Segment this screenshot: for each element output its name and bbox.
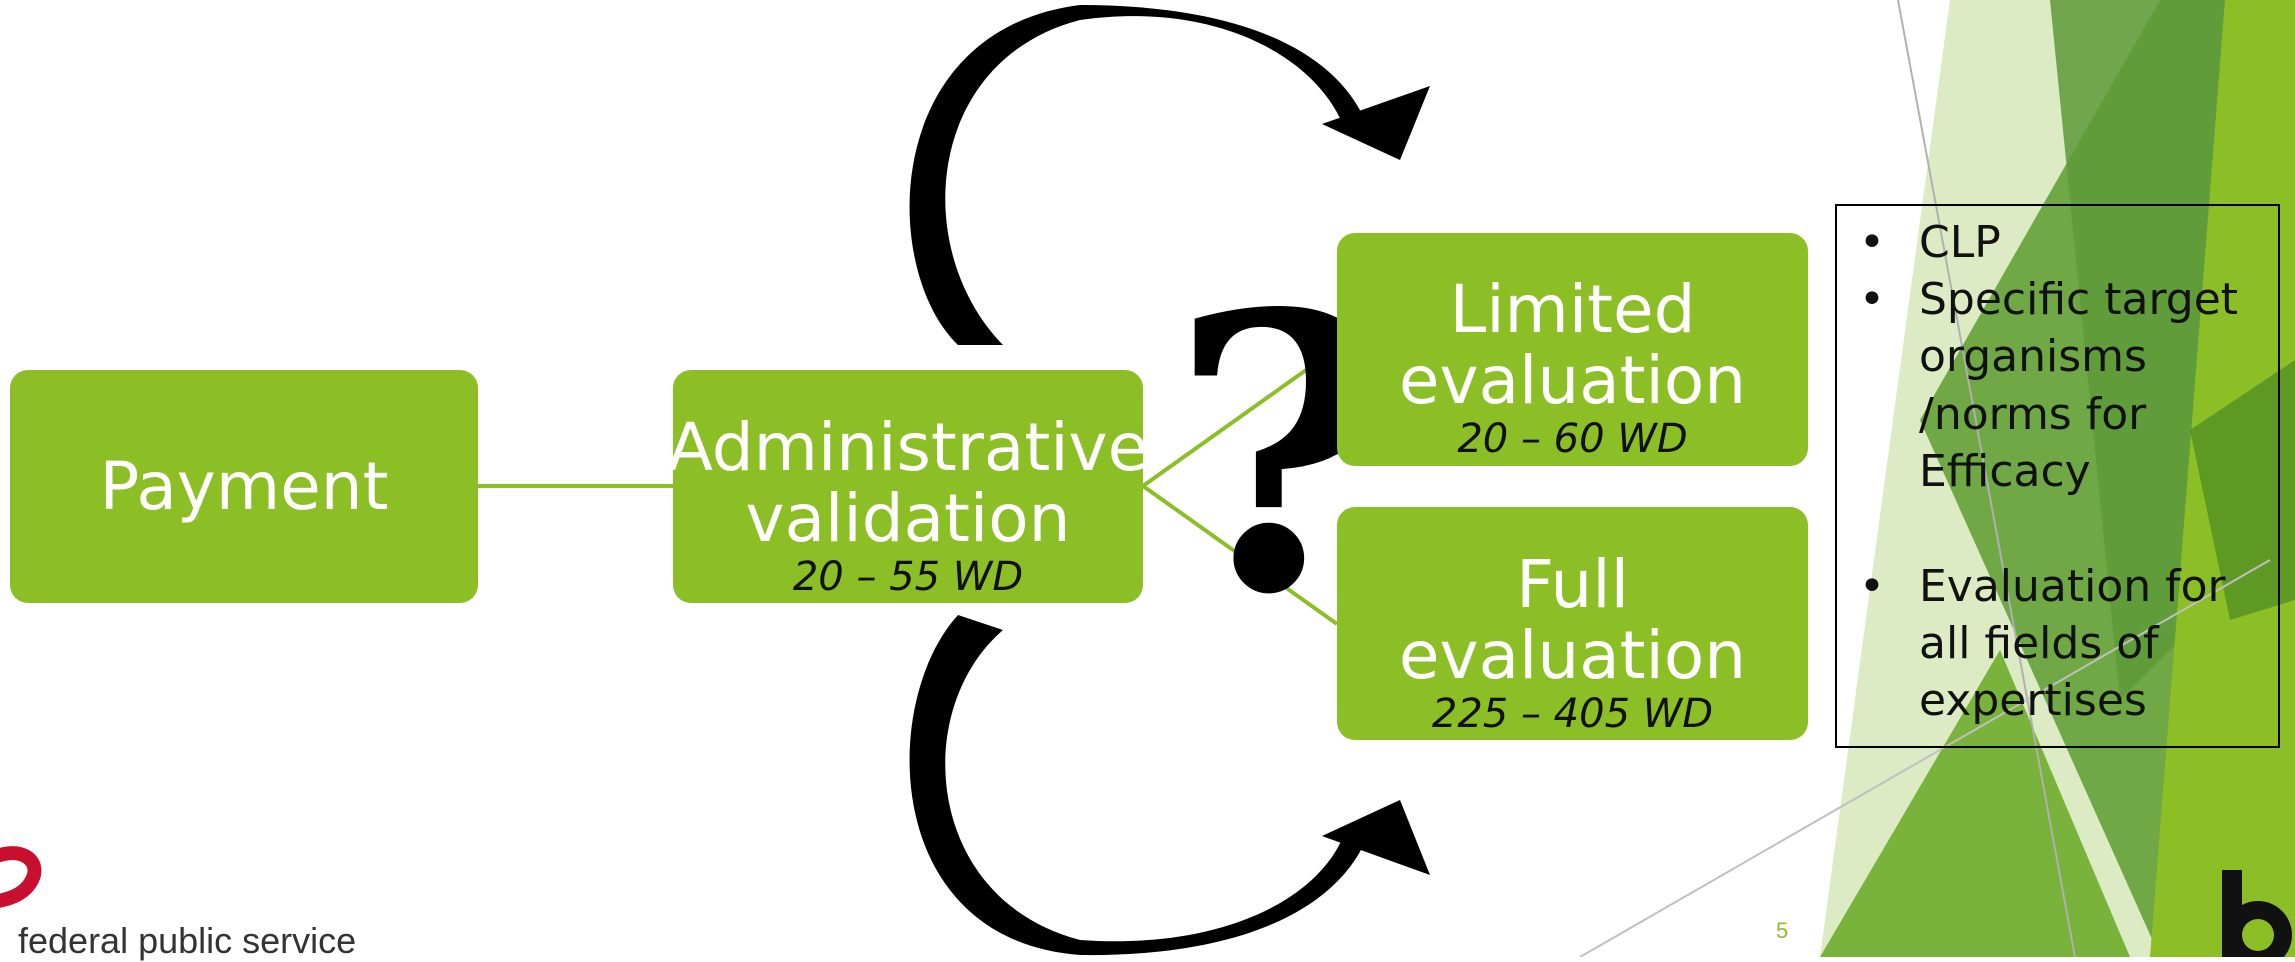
deco-triangle-bottom: [1820, 650, 2130, 957]
step-payment: Payment: [10, 370, 478, 603]
brand-text: federal public service: [18, 920, 357, 961]
logo-swirl-icon: [0, 846, 42, 908]
step-payment-title: Payment: [99, 447, 389, 525]
note-item: CLP: [1859, 214, 2268, 271]
notes-box: CLP Specific target organisms /norms for…: [1835, 204, 2280, 748]
step-admin-title: Administrative validation: [667, 409, 1149, 558]
note-item: Evaluation for all fields of expertises: [1859, 558, 2268, 730]
curved-arrow-down-icon: [909, 615, 1430, 956]
connector-admin-full: [1141, 484, 1339, 626]
step-admin-duration: 20 – 55 WD: [792, 553, 1024, 600]
curved-arrow-up-icon: [909, 5, 1430, 345]
step-limited-duration: 20 – 60 WD: [1457, 415, 1688, 462]
logo-b-icon: [2222, 870, 2292, 957]
step-full-duration: 225 – 405 WD: [1431, 690, 1714, 737]
notes-list: CLP Specific target organisms /norms for…: [1859, 214, 2268, 730]
step-limited-title: Limited evaluation: [1398, 271, 1747, 420]
connector-admin-limited: [1141, 346, 1339, 488]
step-full-title: Full evaluation: [1398, 546, 1747, 695]
step-limited-evaluation: Limited evaluation 20 – 60 WD: [1337, 233, 1808, 466]
step-full-evaluation: Full evaluation 225 – 405 WD: [1337, 507, 1808, 740]
decision-question-mark: ?: [1170, 231, 1393, 678]
note-item: Specific target organisms /norms for Eff…: [1859, 271, 2268, 500]
page-number: 5: [1776, 918, 1789, 943]
step-administrative-validation: Administrative validation 20 – 55 WD: [668, 370, 1148, 603]
